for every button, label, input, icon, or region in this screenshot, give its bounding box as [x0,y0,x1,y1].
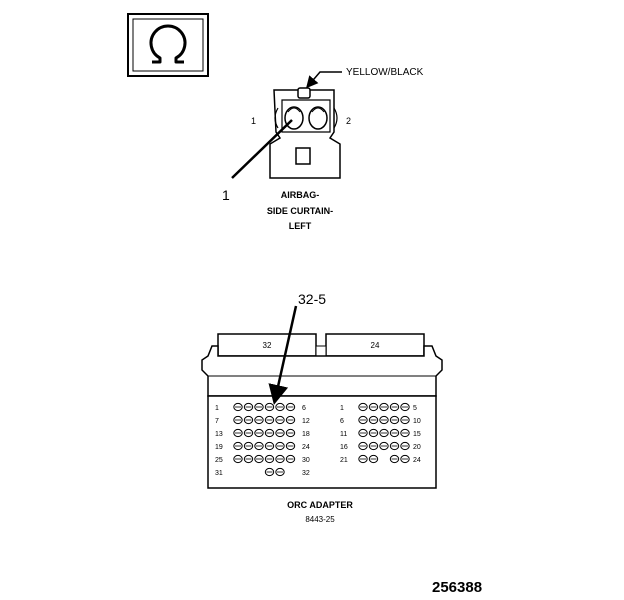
cavity-row-start-label: 31 [215,470,223,477]
cavity-row-start-label: 1 [215,405,219,412]
cavity-row-end-label: 5 [413,405,417,412]
test-probe-line [231,119,293,179]
cavity-row-start-label: 13 [215,431,223,438]
figure-number: 256388 [432,579,482,596]
airbag-pin-label-1: 1 [251,116,256,126]
airbag-name-line-3: LEFT [289,221,312,231]
orc-callout-arrow [268,305,298,405]
cavity-row-start-label: 25 [215,457,223,464]
cavity-row-end-label: 10 [413,418,421,425]
cavity-row-end-label: 30 [302,457,310,464]
cavity-row-end-label: 24 [302,444,310,451]
cavity-row-end-label: 32 [302,470,310,477]
cavity-row: 25 30 [215,454,310,464]
orc-adapter-name: ORC ADAPTER [287,500,353,510]
wire-color-label: YELLOW/BLACK [346,67,424,78]
cavity-row-start-label: 1 [340,405,344,412]
cavity-row-end-label: 12 [302,418,310,425]
orc-adapter-part-number: 8443-25 [305,515,335,524]
cavity-row-start-label: 11 [340,431,347,438]
cavity-row-start-label: 21 [340,457,348,464]
cavity-row-start-label: 6 [340,418,344,425]
ohmmeter-icon-box [127,13,209,77]
cavity-row-end-label: 15 [413,431,421,438]
orc-block-label-left: 32 [263,341,272,350]
airbag-connector [231,71,342,179]
cavity-row-start-label: 7 [215,418,219,425]
cavity-row: 11 15 [340,428,421,438]
cavity-row-end-label: 6 [302,405,306,412]
wire-color-leader [306,71,342,89]
cavity-row-end-label: 24 [413,457,421,464]
cavity-row: 6 10 [340,415,421,425]
cavity-row: 13 18 [215,428,310,438]
probe-callout-1: 1 [222,187,230,203]
airbag-name-line-2: SIDE CURTAIN- [267,206,333,216]
ohm-symbol-icon [149,24,187,64]
cavity-row-end-label: 18 [302,431,310,438]
cavity-row-start-label: 19 [215,444,223,451]
orc-block-label-right: 24 [371,341,380,350]
cavity-row: 31 32 [215,467,310,477]
airbag-pin-label-2: 2 [346,116,351,126]
airbag-cavity-2 [308,106,328,130]
cavity-row-end-label: 20 [413,444,421,451]
cavity-row: 21 24 [340,454,421,464]
orc-callout-label: 32-5 [298,291,326,307]
airbag-name-line-1: AIRBAG- [281,190,320,200]
cavity-row-start-label: 16 [340,444,348,451]
cavity-row: 7 12 [215,415,310,425]
